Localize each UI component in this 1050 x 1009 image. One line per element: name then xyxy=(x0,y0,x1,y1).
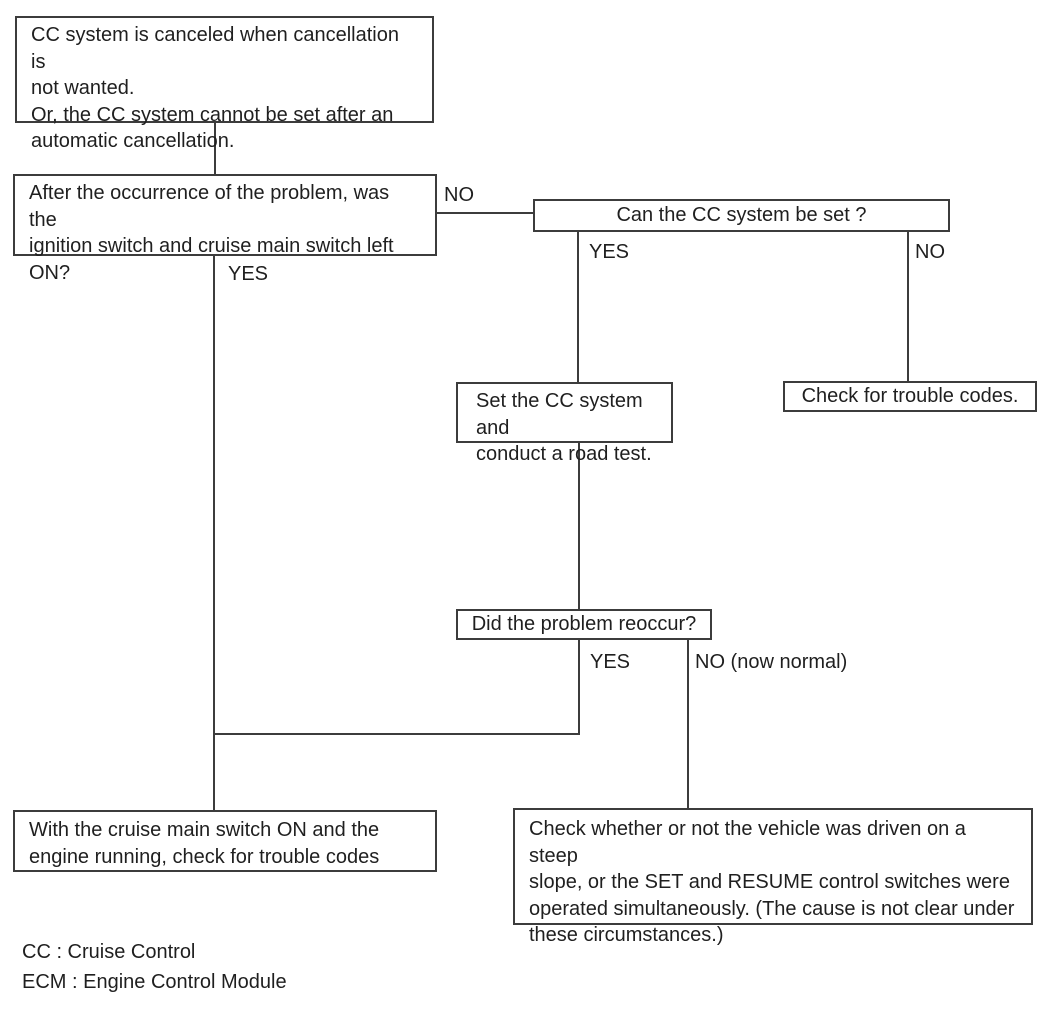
flow-box-steep-slope-check: Check whether or not the vehicle was dri… xyxy=(513,808,1033,946)
connector-reoccur-no-down xyxy=(687,640,689,808)
connector-ignition-yes-down xyxy=(213,256,215,812)
flow-box-problem-reoccur: Did the problem reoccur? xyxy=(456,609,712,640)
connector-ignition-no-right xyxy=(437,212,533,214)
branch-label-reoccur-no: NO (now normal) xyxy=(695,651,848,673)
flow-box-main-switch-check-codes: With the cruise main switch ON and the e… xyxy=(13,810,437,872)
flow-box-ignition-left-on: After the occurrence of the problem, was… xyxy=(13,174,437,284)
branch-label-reoccur-yes: YES xyxy=(590,651,631,673)
flow-box-set-and-road-test: Set the CC system and conduct a road tes… xyxy=(456,382,673,465)
branch-label-canset-yes: YES xyxy=(589,241,630,263)
legend-ecm: ECM : Engine Control Module xyxy=(22,971,287,993)
legend-cc: CC : Cruise Control xyxy=(22,941,196,963)
connector-problem-to-ignition xyxy=(214,123,216,175)
connector-canset-no-down xyxy=(907,232,909,381)
branch-label-canset-no: NO xyxy=(915,241,945,263)
connector-reoccur-yes-join-left xyxy=(213,733,580,735)
connector-roadtest-to-reoccur xyxy=(578,443,580,609)
branch-label-ignition-yes: YES xyxy=(228,263,269,285)
branch-label-ignition-no: NO xyxy=(444,184,474,206)
flow-box-problem-statement: CC system is canceled when cancellation … xyxy=(15,16,434,152)
flow-box-check-trouble-codes: Check for trouble codes. xyxy=(783,381,1037,412)
connector-canset-yes-down xyxy=(577,232,579,382)
flow-box-can-cc-be-set: Can the CC system be set ? xyxy=(533,199,950,232)
connector-reoccur-yes-down xyxy=(578,640,580,735)
